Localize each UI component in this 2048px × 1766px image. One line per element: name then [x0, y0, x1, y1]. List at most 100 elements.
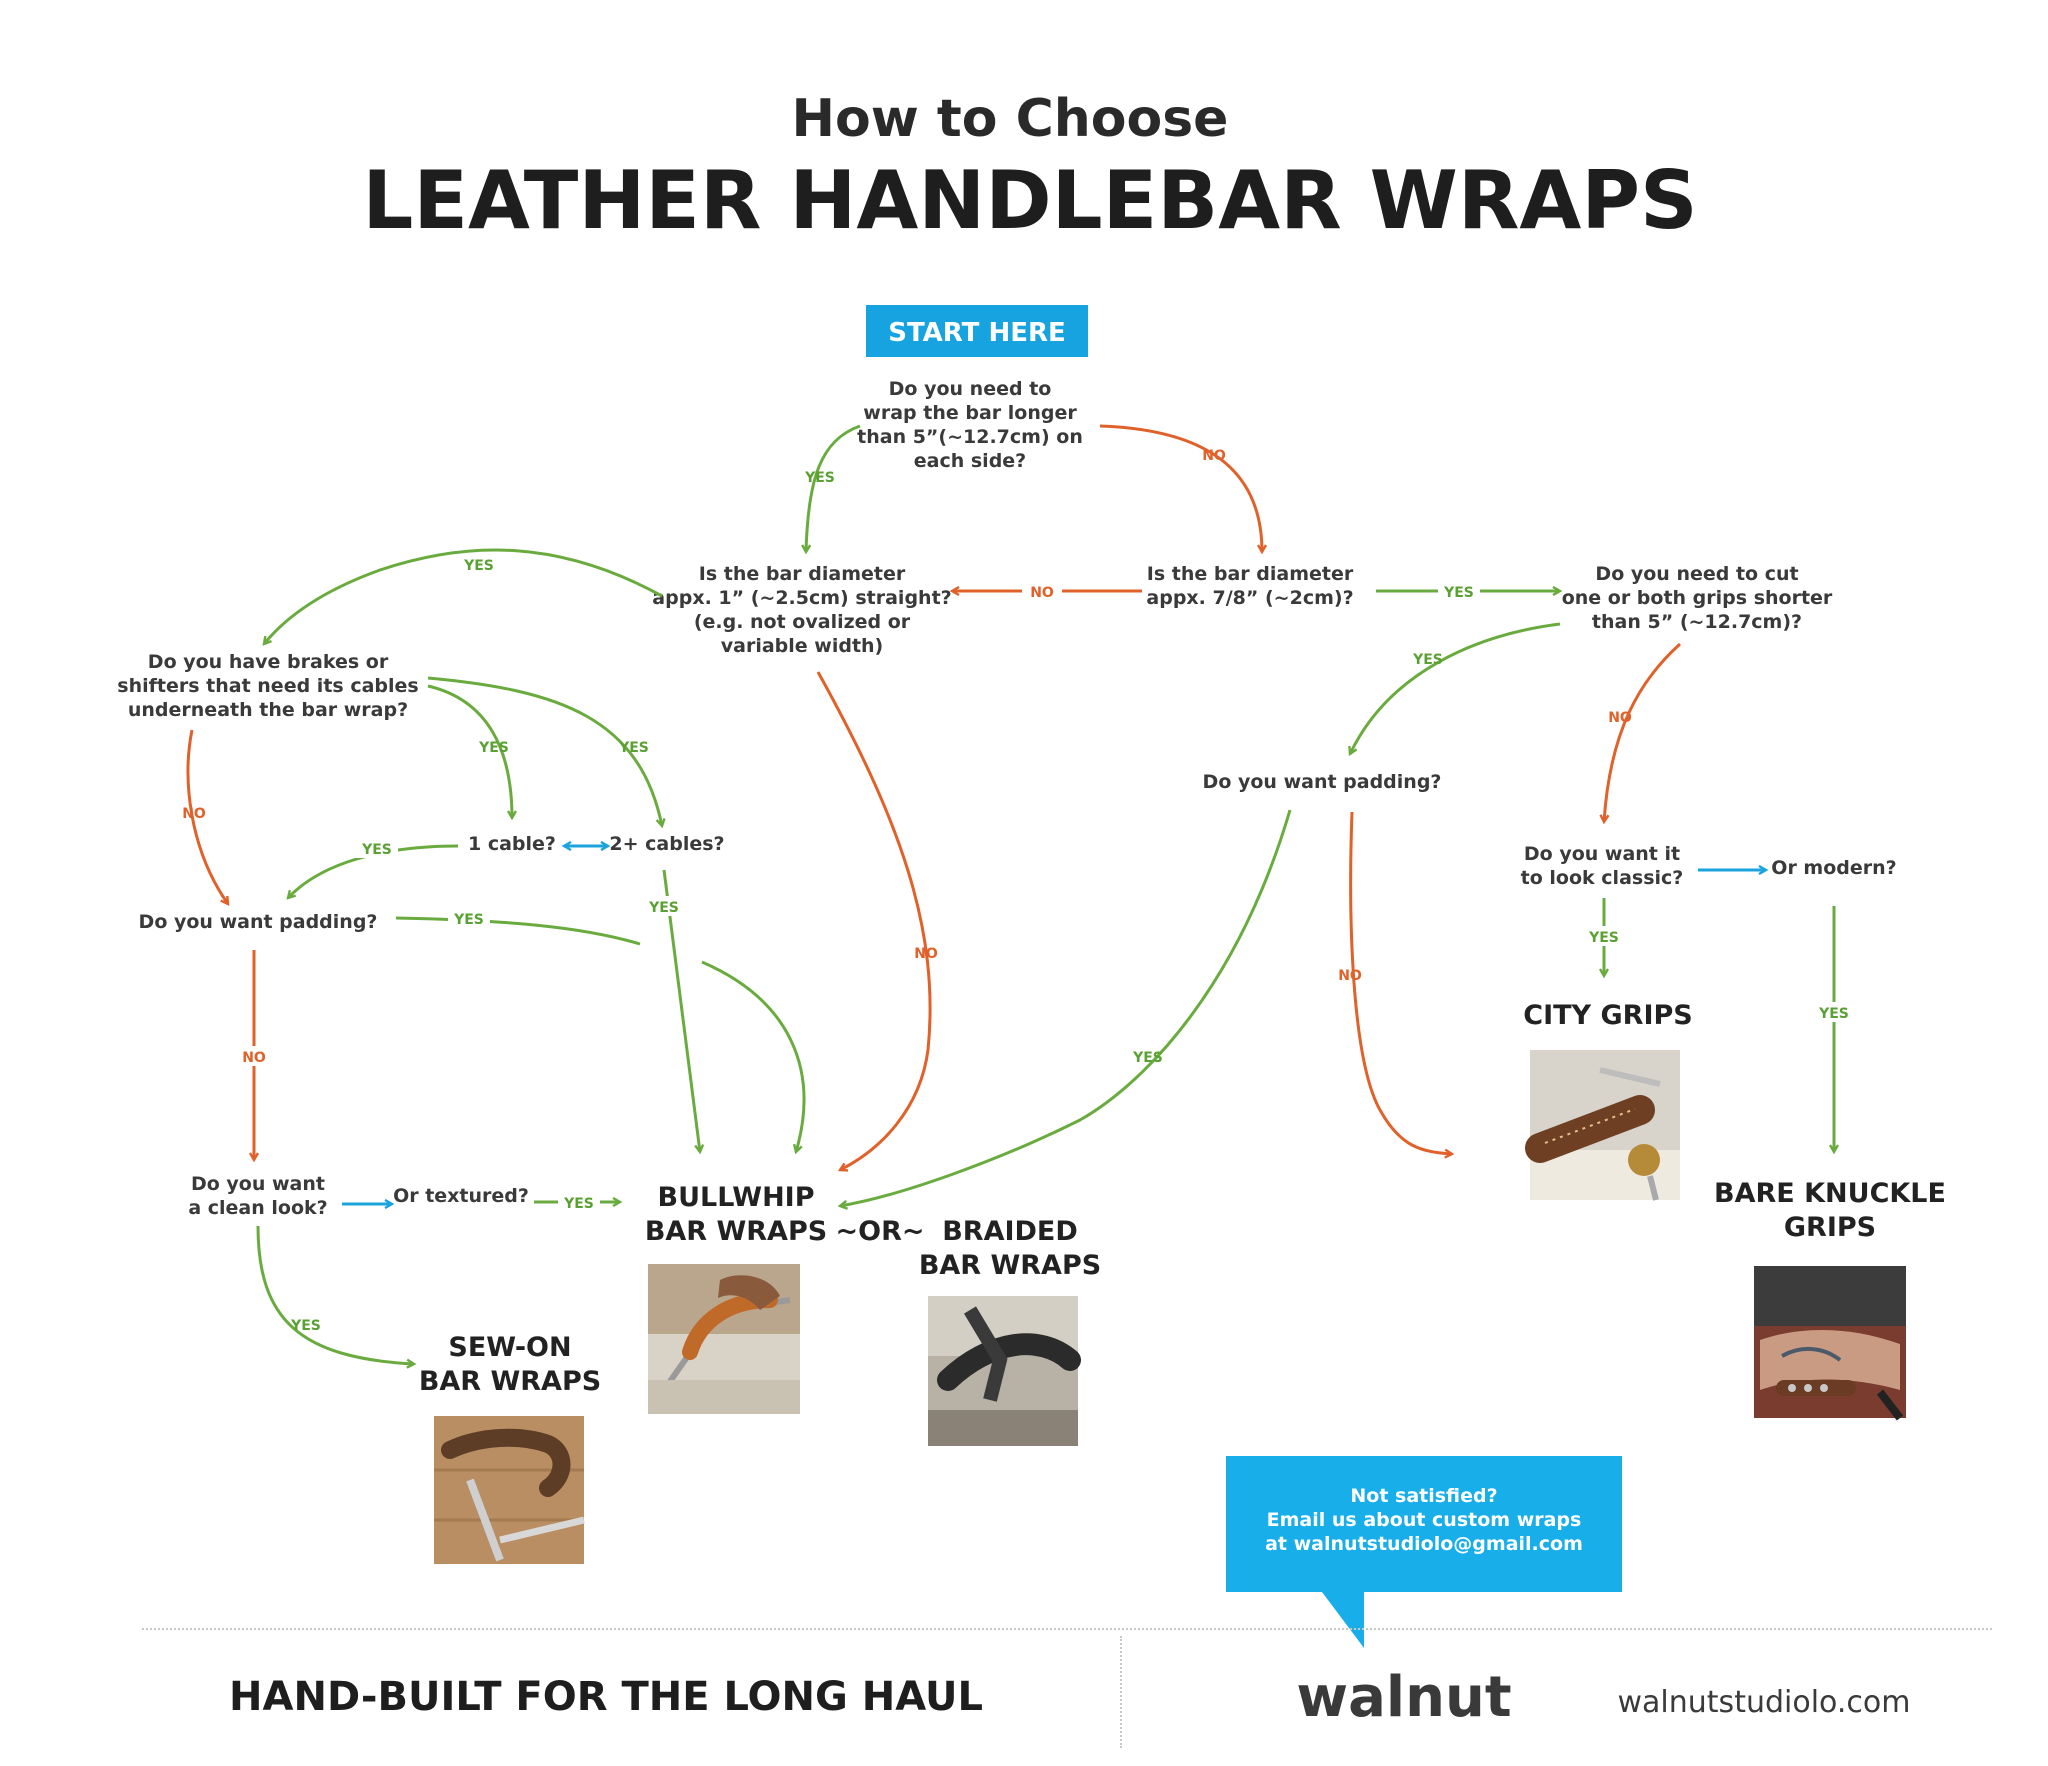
arrow-q11-no [1349, 811, 1452, 1154]
svg-text:wrap the bar longer: wrap the bar longer [863, 402, 1077, 424]
label-q5-yes-one: YES [478, 740, 509, 756]
q1-wrap-length: Do you need to wrap the bar longer than … [857, 378, 1083, 472]
svg-text:Do you need to cut: Do you need to cut [1595, 563, 1798, 585]
arrow-q2-yes [264, 548, 663, 644]
svg-text:GRIPS: GRIPS [1784, 1212, 1876, 1243]
q5-cables-underneath: Do you have brakes or shifters that need… [117, 651, 418, 721]
svg-text:Do you want: Do you want [191, 1173, 325, 1195]
arrow-one-cable-yes [288, 844, 459, 898]
label-one-cable-yes: YES [361, 842, 392, 858]
arrow-q11-yes [840, 809, 1292, 1206]
arrow-q5-yes-two [427, 676, 662, 826]
q2-diameter-1in: Is the bar diameter appx. 1” (~2.5cm) st… [652, 563, 951, 657]
label-q4-no: NO [1608, 710, 1632, 726]
svg-text:each side?: each side? [914, 450, 1026, 472]
svg-text:Do you need to: Do you need to [889, 378, 1052, 400]
svg-text:BRAIDED: BRAIDED [942, 1216, 1078, 1247]
callout-email[interactable]: at walnutstudiolo@gmail.com [1265, 1533, 1583, 1555]
arrow-q4-yes [1350, 622, 1561, 754]
q11-padding-right: Do you want padding? [1203, 771, 1442, 793]
svg-text:Email us about custom wraps: Email us about custom wraps [1267, 1509, 1582, 1531]
arrow-q2-no [816, 671, 932, 1170]
svg-text:than 5”(~12.7cm) on: than 5”(~12.7cm) on [857, 426, 1083, 448]
label-q12-yes: YES [1588, 930, 1619, 946]
label-q3-yes: YES [1443, 585, 1474, 601]
label-q1-no: NO [1202, 448, 1226, 464]
arrow-q1-yes [806, 424, 861, 552]
arrow-q5-no [186, 729, 228, 904]
photo-city-grips [1525, 1050, 1680, 1201]
q10-textured: Or textured? [393, 1185, 529, 1207]
start-badge [866, 305, 1088, 357]
footer-website-link[interactable]: walnutstudiolo.com [1618, 1685, 1911, 1720]
svg-text:(e.g. not ovalized or: (e.g. not ovalized or [694, 611, 911, 633]
q13-modern: Or modern? [1771, 857, 1896, 879]
label-q11-yes: YES [1132, 1050, 1163, 1066]
arrow-q9-yes [256, 1225, 414, 1364]
product-bare-knuckle: BARE KNUCKLE GRIPS [1714, 1178, 1946, 1243]
svg-text:shifters that need its cables: shifters that need its cables [117, 675, 418, 697]
q9-clean-look: Do you want a clean look? [188, 1173, 327, 1219]
q3-diameter-7-8in: Is the bar diameter appx. 7/8” (~2cm)? [1146, 563, 1353, 609]
walnut-logo-text: walnut [1296, 1665, 1511, 1730]
title-line-1: How to Choose [792, 89, 1229, 149]
product-or: ~OR~ [836, 1216, 925, 1247]
product-city-grips: CITY GRIPS [1523, 1000, 1692, 1031]
label-q9-yes: YES [290, 1318, 321, 1334]
arrow-q8-yes-a [395, 916, 641, 946]
photo-braided [928, 1296, 1081, 1446]
arrow-q1-no [1099, 424, 1262, 552]
svg-text:BAR WRAPS: BAR WRAPS [645, 1216, 827, 1247]
walnut-logo[interactable]: walnut [1296, 1665, 1511, 1730]
arrow-q8-yes-b [701, 960, 806, 1152]
label-q5-yes-two: YES [618, 740, 649, 756]
svg-text:than 5” (~12.7cm)?: than 5” (~12.7cm)? [1592, 611, 1802, 633]
label-q5-no: NO [182, 806, 206, 822]
svg-text:BAR WRAPS: BAR WRAPS [919, 1250, 1101, 1281]
arrow-two-cables-yes [662, 869, 700, 1152]
label-textured-yes: YES [563, 1196, 594, 1212]
q7-two-plus-cables: 2+ cables? [609, 833, 724, 855]
svg-text:Do you want it: Do you want it [1524, 843, 1680, 865]
q6-one-cable: 1 cable? [468, 833, 556, 855]
svg-text:Not satisfied?: Not satisfied? [1350, 1485, 1497, 1507]
svg-text:to look classic?: to look classic? [1521, 867, 1684, 889]
footer-tagline: HAND-BUILT FOR THE LONG HAUL [229, 1674, 983, 1720]
footer-divider [142, 1628, 1992, 1630]
svg-text:BULLWHIP: BULLWHIP [657, 1182, 814, 1213]
svg-text:BAR WRAPS: BAR WRAPS [419, 1366, 601, 1397]
custom-wraps-callout: Not satisfied? Email us about custom wra… [1226, 1456, 1622, 1648]
svg-text:underneath the bar wrap?: underneath the bar wrap? [128, 699, 408, 721]
product-sewon: SEW-ON BAR WRAPS [419, 1332, 601, 1397]
svg-text:appx. 7/8” (~2cm)?: appx. 7/8” (~2cm)? [1146, 587, 1353, 609]
svg-text:variable width): variable width) [721, 635, 883, 657]
label-q3-no: NO [1030, 585, 1054, 601]
label-two-cables-yes: YES [648, 900, 679, 916]
label-q8-no: NO [242, 1050, 266, 1066]
product-braided: BRAIDED BAR WRAPS [919, 1216, 1101, 1281]
photo-bare-knuckle [1754, 1266, 1906, 1421]
svg-text:Is the bar diameter: Is the bar diameter [699, 563, 906, 585]
svg-text:appx. 1” (~2.5cm) straight?: appx. 1” (~2.5cm) straight? [652, 587, 951, 609]
label-q2-no: NO [914, 946, 938, 962]
start-label: START HERE [888, 318, 1066, 348]
svg-text:Do you have brakes or: Do you have brakes or [148, 651, 389, 673]
label-q2-yes: YES [463, 558, 494, 574]
product-bullwhip: BULLWHIP BAR WRAPS [645, 1182, 827, 1247]
photo-sewon [434, 1416, 585, 1564]
label-q4-yes: YES [1412, 652, 1443, 668]
label-q13-yes: YES [1818, 1006, 1849, 1022]
svg-text:BARE KNUCKLE: BARE KNUCKLE [1714, 1178, 1946, 1209]
title-line-2: LEATHER HANDLEBAR WRAPS [362, 154, 1697, 247]
svg-text:a clean look?: a clean look? [188, 1197, 327, 1219]
arrow-q5-yes-one [427, 684, 512, 818]
svg-text:Is the bar diameter: Is the bar diameter [1147, 563, 1354, 585]
label-q11-no: NO [1338, 968, 1362, 984]
q4-cut-grips: Do you need to cut one or both grips sho… [1562, 563, 1833, 633]
q8-padding-left: Do you want padding? [139, 911, 378, 933]
photo-bullwhip [648, 1264, 800, 1414]
q12-classic-look: Do you want it to look classic? [1521, 843, 1684, 889]
arrow-q4-no [1604, 642, 1682, 822]
label-q1-yes: YES [804, 470, 835, 486]
